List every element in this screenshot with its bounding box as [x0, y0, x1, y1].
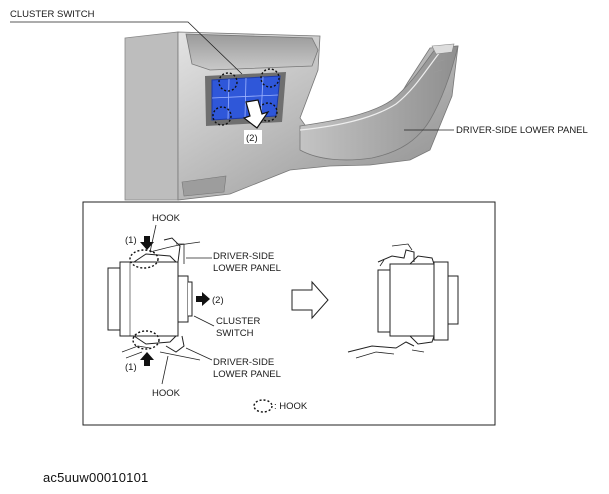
panel-label-bottom-2: LOWER PANEL	[213, 369, 281, 380]
legend-hook-marker	[253, 399, 273, 413]
step-2-label-detail: (2)	[212, 295, 224, 306]
hook-marker	[260, 68, 280, 88]
removed-state	[347, 243, 459, 359]
panel-label-top-1: DRIVER-SIDE	[213, 251, 274, 262]
installed-state	[107, 237, 201, 361]
upper-callouts	[10, 21, 454, 131]
legend-hook-label: : HOOK	[274, 401, 308, 412]
panel-left-face	[124, 31, 179, 201]
hook-label-bottom: HOOK	[152, 388, 181, 399]
cluster-switch-illustration: (2)	[211, 68, 281, 144]
hook-marker-top	[129, 249, 159, 269]
step-1-label-bottom: (1)	[125, 362, 137, 373]
driver-side-lower-panel-label: DRIVER-SIDE LOWER PANEL	[456, 125, 588, 136]
step-2-label: (2)	[246, 133, 258, 144]
cluster-switch-label: CLUSTER SWITCH	[10, 9, 95, 20]
hook-marker	[212, 106, 232, 126]
press-down-arrow-icon	[140, 236, 154, 250]
panel-label-top-2: LOWER PANEL	[213, 263, 281, 274]
pull-right-arrow-icon	[196, 292, 210, 306]
lower-panel-illustration	[124, 31, 459, 201]
press-up-arrow-icon	[140, 352, 154, 366]
transition-arrow-icon	[291, 280, 329, 320]
panel-hood	[185, 33, 319, 71]
panel-right-arm	[299, 45, 459, 161]
figure-code: ac5uuw00010101	[43, 470, 149, 485]
panel-label-bottom-1: DRIVER-SIDE	[213, 357, 274, 368]
hook-label-top: HOOK	[152, 213, 181, 224]
detail-leaders	[149, 224, 215, 385]
hook-marker	[218, 72, 238, 92]
step-1-label-top: (1)	[125, 235, 137, 246]
switch-label-1: CLUSTER	[216, 316, 260, 327]
pull-arrow-icon	[242, 99, 270, 129]
hook-marker-bottom	[132, 330, 160, 350]
switch-label-2: SWITCH	[216, 328, 254, 339]
